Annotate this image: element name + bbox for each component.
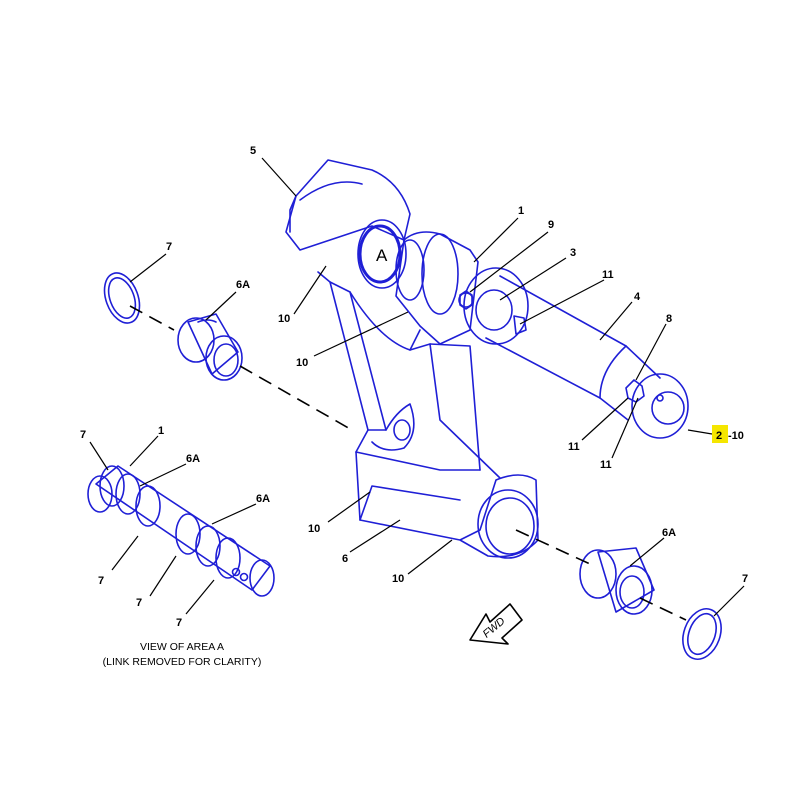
callout-7-right: 7 — [742, 573, 748, 585]
callout-10-c: 10 — [308, 523, 320, 535]
callout-4: 4 — [634, 291, 641, 303]
callout-6a-view-1: 6A — [186, 453, 200, 465]
callout-11-top: 11 — [602, 269, 614, 281]
axis-line — [639, 597, 687, 621]
callout-9: 9 — [548, 219, 554, 231]
callout-7-view-3: 7 — [176, 617, 182, 629]
callout-7-top: 7 — [166, 241, 172, 253]
leader-lines — [89, 157, 745, 617]
callout-2-highlighted[interactable]: 2 — [716, 430, 722, 442]
part-1-pin — [395, 231, 529, 345]
callout-1-pin: 1 — [518, 205, 524, 217]
callout-1-view: 1 — [158, 425, 164, 437]
part-4-link — [485, 275, 689, 439]
forward-arrow-icon: FWD — [469, 603, 523, 645]
axis-line — [515, 529, 591, 565]
callout-3: 3 — [570, 247, 576, 259]
callout-11-low: 11 — [600, 459, 612, 471]
bearing-6a-right — [579, 547, 655, 615]
callout-7-view-1: 7 — [98, 575, 104, 587]
view-caption-line1: VIEW OF AREA A — [140, 641, 224, 653]
callout-10-b: 10 — [296, 357, 308, 369]
seal-7-left-top — [103, 272, 141, 324]
callout-10-a: 10 — [278, 313, 290, 325]
callout-6: 6 — [342, 553, 348, 565]
callout-11-mid: 11 — [568, 441, 580, 453]
area-a-label: A — [376, 246, 388, 265]
callout-5: 5 — [250, 145, 256, 157]
callout-6a-right: 6A — [662, 527, 676, 539]
bearing-6a-left — [177, 313, 243, 381]
callout-6a-top: 6A — [236, 279, 250, 291]
view-area-a-pin — [87, 465, 275, 597]
view-caption-line2: (LINK REMOVED FOR CLARITY) — [103, 656, 262, 668]
axis-line — [129, 305, 175, 331]
seal-7-right — [682, 608, 722, 660]
callout-8: 8 — [666, 313, 672, 325]
callout-10-d: 10 — [392, 573, 404, 585]
part-6-bracket — [317, 271, 539, 559]
callout-7-view: 7 — [80, 429, 86, 441]
callout-7-view-2: 7 — [136, 597, 142, 609]
highlight-box — [712, 425, 728, 443]
part-5-pin-boss — [285, 159, 411, 289]
axis-line — [239, 365, 353, 431]
callout-6a-view-2: 6A — [256, 493, 270, 505]
callout-2-suffix: -10 — [728, 430, 744, 442]
